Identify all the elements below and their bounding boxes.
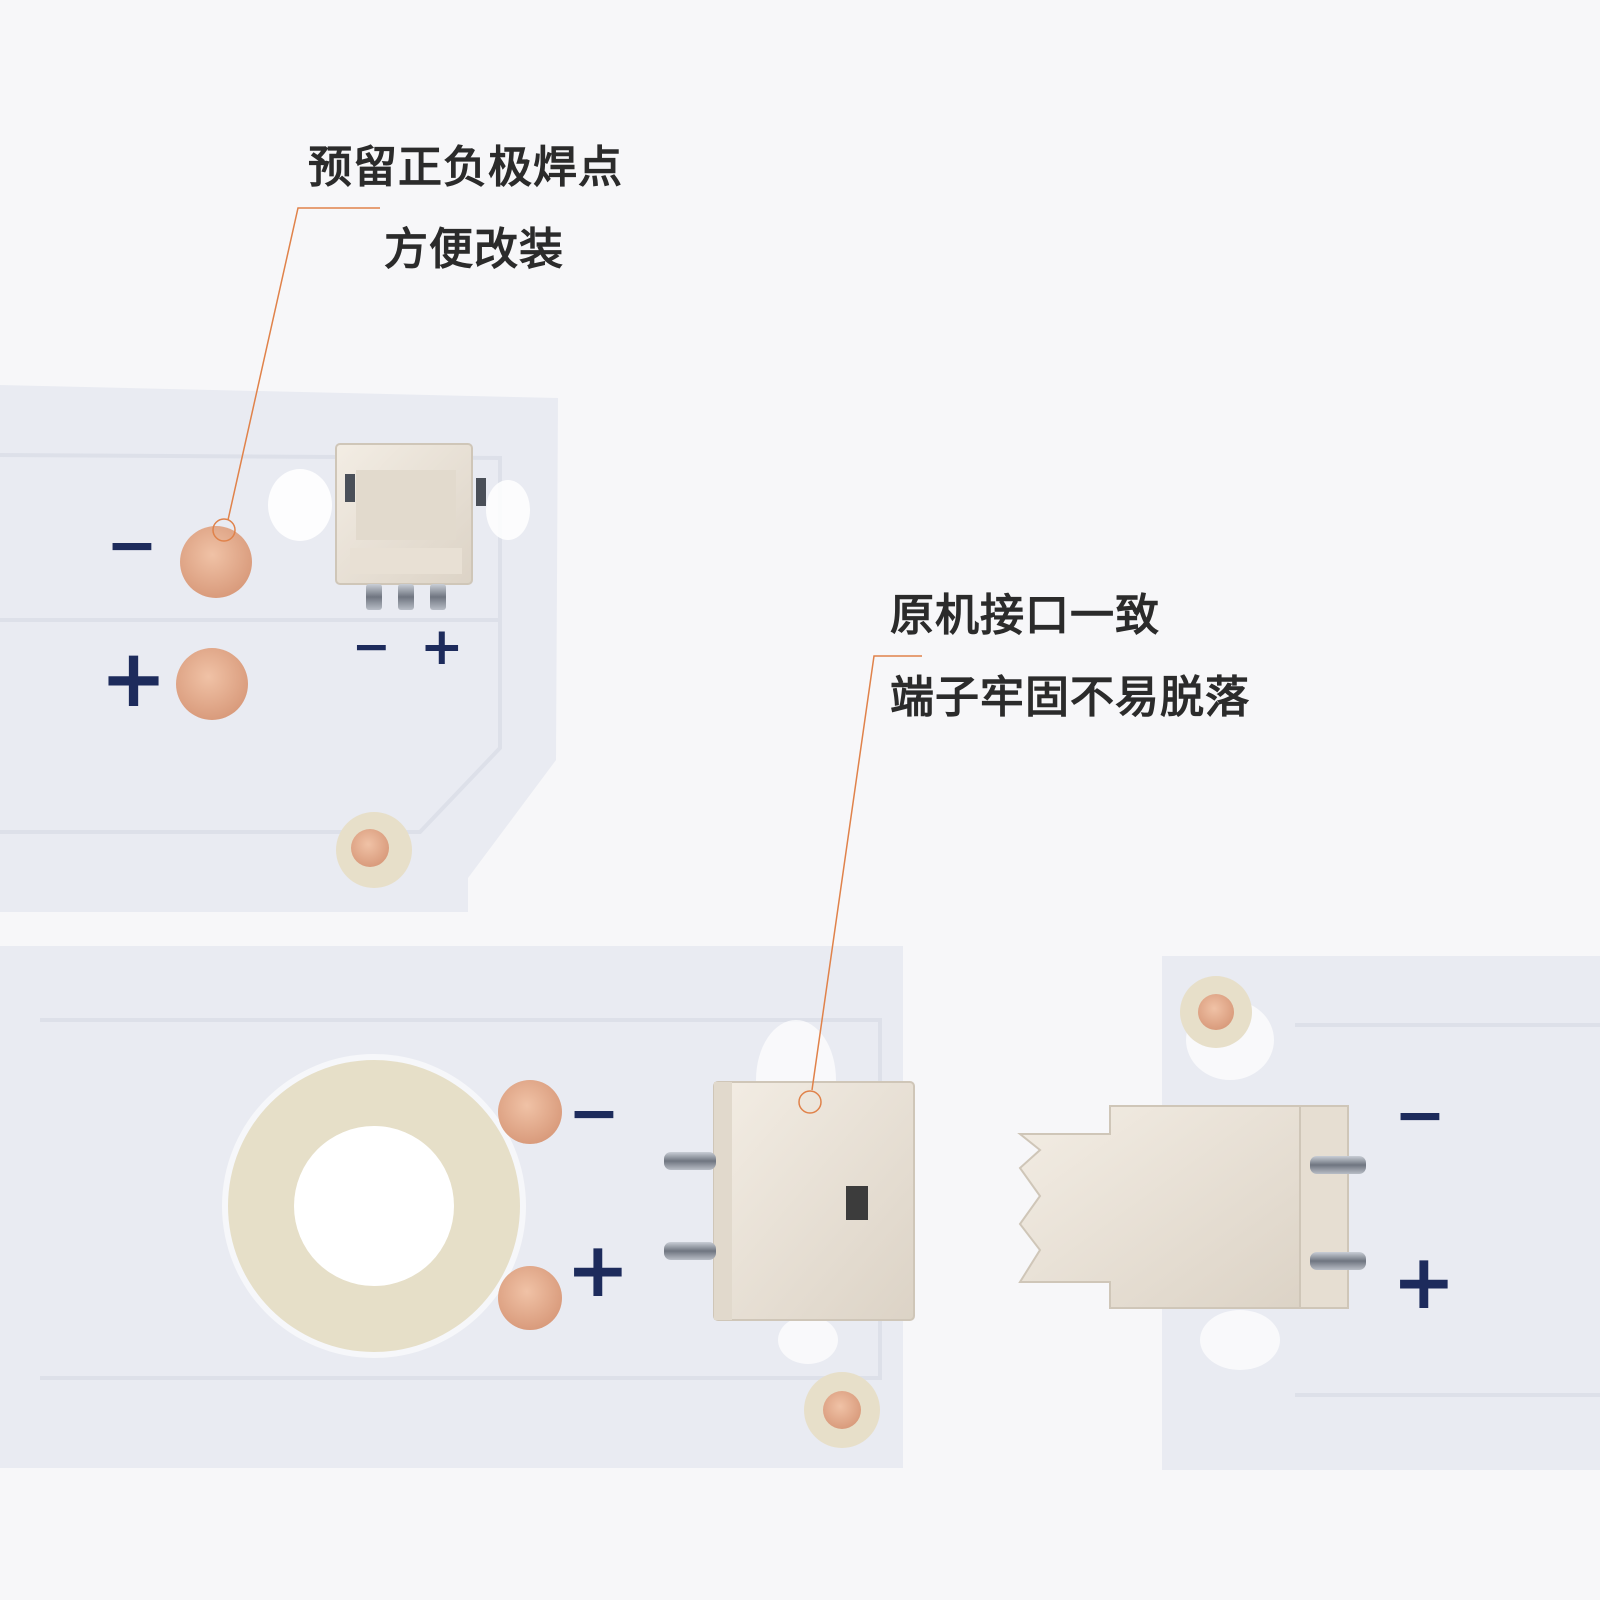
callout-line-pads bbox=[212, 207, 380, 542]
callout-connector-line1: 原机接口一致 bbox=[890, 590, 1160, 641]
top-led-board bbox=[0, 385, 558, 912]
top-conn-minus-mark: − bbox=[352, 619, 391, 673]
callout-pads-line2: 方便改装 bbox=[384, 224, 564, 275]
top-board-connector bbox=[335, 443, 486, 610]
pcb-markings: − + − + − + − + bbox=[100, 508, 1456, 1326]
top-solder-pad-minus bbox=[180, 526, 252, 598]
bottom-minus-mark: − bbox=[568, 1076, 620, 1149]
top-plus-mark: + bbox=[100, 632, 167, 725]
right-minus-mark: − bbox=[1394, 1078, 1446, 1151]
bottom-solder-pad-minus bbox=[498, 1080, 562, 1144]
bottom-plus-mark: + bbox=[566, 1225, 630, 1314]
callout-line-connector bbox=[798, 655, 922, 1114]
callout-pads-line1: 预留正负极焊点 bbox=[308, 142, 623, 193]
top-minus-mark: − bbox=[106, 508, 158, 581]
mounting-ring bbox=[222, 1054, 526, 1358]
right-mounting-hole bbox=[1180, 976, 1252, 1048]
top-mounting-hole bbox=[336, 812, 412, 888]
right-plus-mark: + bbox=[1392, 1237, 1456, 1326]
bottom-board-connector bbox=[664, 1081, 915, 1321]
callout-connector-line2: 端子牢固不易脱落 bbox=[890, 672, 1250, 723]
bottom-mounting-hole bbox=[804, 1372, 880, 1448]
bottom-solder-pad-plus bbox=[498, 1266, 562, 1330]
top-conn-plus-mark: + bbox=[420, 617, 464, 677]
top-solder-pad-plus bbox=[176, 648, 248, 720]
mated-connector-plug bbox=[1017, 1105, 1366, 1309]
